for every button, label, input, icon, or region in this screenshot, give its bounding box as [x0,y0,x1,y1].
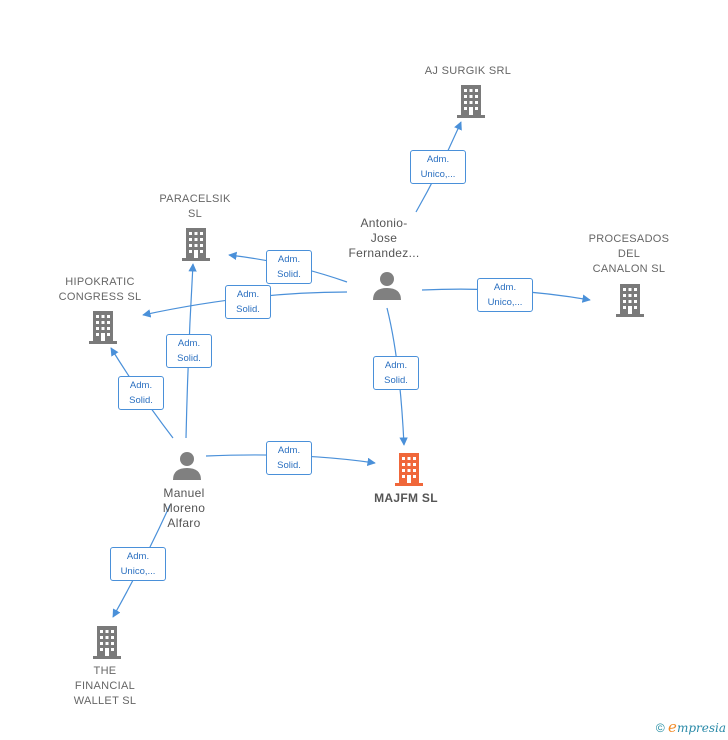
building-icon[interactable] [87,310,119,344]
building-icon[interactable] [91,625,123,659]
brand-footer[interactable]: © empresia [656,718,726,736]
company-label-aj-surgik[interactable]: AJ SURGIK SRL [424,65,512,77]
edge-label-antonio-hipokratic: Adm.Solid. [225,285,271,319]
building-icon[interactable] [393,452,425,486]
edge-label-antonio-aj: Adm.Unico,... [410,150,466,184]
person-icon[interactable] [171,450,203,480]
person-icon[interactable] [371,270,403,300]
company-label-procesados[interactable]: PROCESADOS DEL CANALON SL [588,233,670,275]
edge-label-manuel-hipokratic: Adm.Solid. [118,376,164,410]
edge-label-manuel-majfm: Adm.Solid. [266,441,312,475]
company-label-financial-wallet[interactable]: THE FINANCIAL WALLET SL [73,665,137,707]
company-label-majfm[interactable]: MAJFM SL [374,491,438,505]
edge-label-antonio-procesados: Adm.Unico,... [477,278,533,312]
edge-label-antonio-majfm: Adm.Solid. [373,356,419,390]
building-icon[interactable] [614,283,646,317]
edge-label-manuel-wallet: Adm.Unico,... [110,547,166,581]
building-icon[interactable] [455,84,487,118]
copyright-icon: © [655,721,665,735]
brand-e: e [668,718,677,736]
company-label-paracelsik[interactable]: PARACELSIK SL [159,193,231,220]
edge-label-antonio-paracelsik: Adm.Solid. [266,250,312,284]
edge-label-manuel-paracelsik: Adm.Solid. [166,334,212,368]
person-label-manuel[interactable]: Manuel Moreno Alfaro [162,486,206,530]
brand-name: mpresia [676,721,726,735]
company-label-hipokratic[interactable]: HIPOKRATIC CONGRESS SL [58,276,142,303]
building-icon[interactable] [180,227,212,261]
person-label-antonio[interactable]: Antonio- Jose Fernandez... [348,216,420,260]
